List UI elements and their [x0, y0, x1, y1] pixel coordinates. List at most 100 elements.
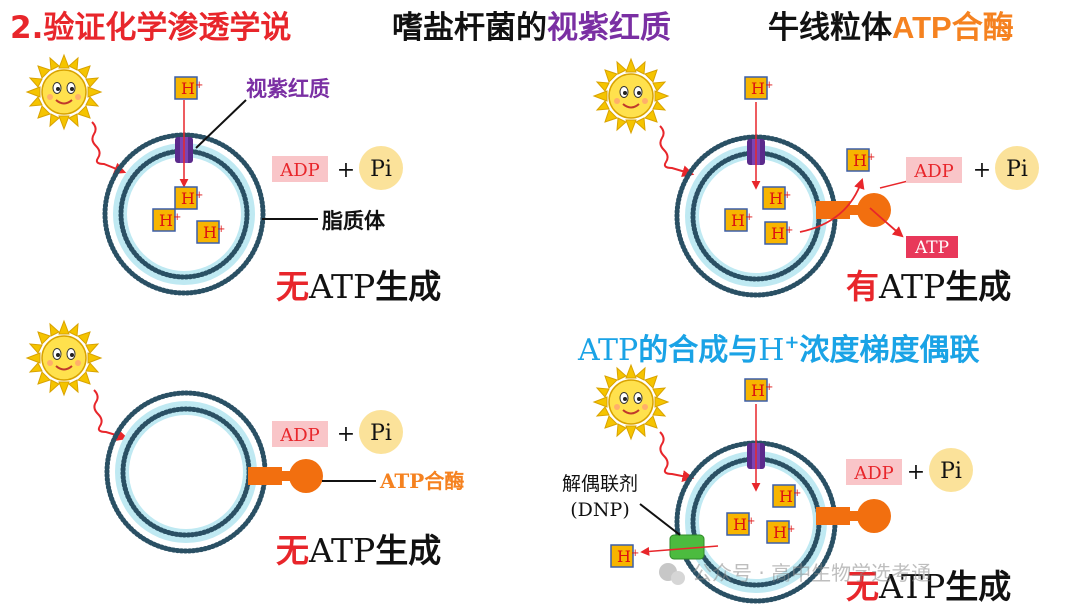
- coupling-headline: ATP的合成与H+浓度梯度偶联: [577, 332, 980, 368]
- result-negation: 无: [276, 267, 309, 306]
- h-ion-token: H+: [152, 208, 181, 232]
- pi-label: Pi: [370, 157, 392, 182]
- h-ion-token: H+: [766, 520, 795, 544]
- result-affirm: 有: [846, 267, 879, 306]
- adp-label: ADP: [913, 161, 954, 182]
- uncoupler-abbrev: (DNP): [570, 499, 629, 521]
- result-text: 无ATP生成: [846, 567, 1011, 606]
- h-ion-charge: +: [631, 548, 639, 559]
- coupling-h: H: [758, 333, 784, 368]
- h-ion-token: H+: [724, 208, 753, 232]
- result-negation: 无: [276, 531, 309, 570]
- h-ion-charge: +: [195, 80, 203, 91]
- liposome-label: 脂质体: [322, 208, 386, 233]
- sun-icon: [593, 364, 669, 440]
- h-ion-box: [726, 512, 750, 536]
- adp-label: ADP: [279, 160, 320, 181]
- h-ion-token: H+: [772, 484, 801, 508]
- h-ion-charge: +: [173, 212, 181, 223]
- result-negation: 无: [846, 567, 879, 606]
- watermark: 公众号 · 高中生物学选考通: [659, 561, 931, 585]
- plus-sign: +: [973, 158, 991, 183]
- result-atp: ATP: [878, 567, 945, 606]
- h-ion-charge: +: [745, 212, 753, 223]
- h-ion-token: H+: [846, 148, 875, 172]
- pi-circle: [359, 146, 403, 190]
- mito-prefix: 牛线粒体: [768, 10, 892, 46]
- liposome-vesicle: [107, 393, 265, 551]
- result-generated: 生成: [945, 267, 1011, 306]
- result-atp: ATP: [878, 267, 945, 306]
- plus-sign: +: [337, 422, 355, 447]
- bacteria-heading: 嗜盐杆菌的视紫红质: [392, 6, 671, 50]
- h-ion-box: [174, 76, 198, 100]
- result-generated: 生成: [375, 267, 441, 306]
- atp-synthase-protein: [248, 459, 323, 493]
- h-ion-box: [744, 76, 768, 100]
- slide-title: 2.验证化学渗透学说: [10, 10, 292, 46]
- h-ion-charge: +: [793, 488, 801, 499]
- h-ion-label: H+: [181, 79, 203, 98]
- result-generated: 生成: [375, 531, 441, 570]
- atp-product-label: ATP: [914, 238, 949, 258]
- h-ion-box: [744, 378, 768, 402]
- h-ion-token: H+: [764, 221, 793, 245]
- bacteria-prefix: 嗜盐杆菌的: [392, 10, 547, 46]
- light-arrow: [91, 121, 127, 175]
- rhodopsin-label: 视紫红质: [246, 76, 330, 101]
- atp-output-arrow: [869, 207, 904, 238]
- plus-sign: +: [337, 158, 355, 183]
- coupling-atp: ATP: [577, 333, 638, 368]
- pi-label: Pi: [1006, 157, 1028, 182]
- pi-circle: [995, 146, 1039, 190]
- pi-label: Pi: [940, 459, 962, 484]
- h-ion-token: H+: [174, 76, 203, 100]
- mito-atp: ATP: [892, 10, 952, 45]
- result-atp: ATP: [308, 267, 375, 306]
- h-ion-token: H+: [744, 76, 773, 100]
- panel-uncoupler: 解偶联剂 (DNP) ADP + Pi 无ATP生成: [562, 364, 1011, 606]
- plus-sign: +: [907, 460, 925, 485]
- h-ion-label: H+: [617, 547, 639, 566]
- result-generated: 生成: [945, 567, 1011, 606]
- adp-box: [846, 459, 902, 485]
- mito-enzyme: 合酶: [951, 10, 1014, 46]
- panel-rhodopsin-only: 视紫红质 脂质体 ADP + Pi 无ATP生成: [26, 54, 441, 306]
- h-ion-box: [174, 186, 198, 210]
- h-ion-label: H+: [751, 79, 773, 98]
- synthase-label: ATP合酶: [379, 469, 464, 493]
- h-ion-label: H+: [853, 151, 875, 170]
- panel-rhodopsin-and-synthase: ADP + Pi ATP 有ATP生成: [593, 58, 1039, 306]
- h-ion-box: [764, 221, 788, 245]
- adp-label: ADP: [279, 425, 320, 446]
- panel-synthase-only: ATP合酶 ADP + Pi 无ATP生成: [26, 320, 464, 570]
- h-ion-charge: +: [747, 516, 755, 527]
- sun-icon: [26, 54, 102, 130]
- h-ion-token: H+: [744, 378, 773, 402]
- adp-box: [272, 156, 328, 182]
- h-leak-arrow: [640, 545, 719, 556]
- dnp-pointer: [639, 503, 681, 536]
- mito-heading: 牛线粒体ATP合酶: [768, 6, 1014, 50]
- uncoupler-label: 解偶联剂: [562, 473, 638, 495]
- h-ion-charge: +: [217, 224, 225, 235]
- title-bar: 2.验证化学渗透学说 嗜盐杆菌的视紫红质 牛线粒体ATP合酶: [0, 6, 1080, 50]
- h-ion-token: H+: [174, 186, 203, 210]
- coupling-mid: 的合成与: [638, 333, 758, 368]
- h-ion-token: H+: [196, 220, 225, 244]
- h-ion-box: [846, 148, 870, 172]
- atp-synthase-protein: [816, 499, 891, 533]
- h-ion-charge: +: [783, 190, 791, 201]
- adp-label: ADP: [853, 463, 894, 484]
- atp-product-box: [906, 236, 958, 258]
- wechat-icon-bubble: [671, 571, 685, 585]
- watermark-text: 公众号 · 高中生物学选考通: [692, 561, 931, 585]
- result-text: 无ATP生成: [276, 531, 441, 570]
- light-arrow: [659, 125, 695, 177]
- proton-tokens: H+H+H+H+H+H+H+H+H+H+H+H+H+H+: [152, 76, 875, 568]
- h-ion-charge: +: [867, 152, 875, 163]
- pi-label: Pi: [370, 421, 392, 446]
- light-arrow: [659, 431, 695, 483]
- h-ion-charge: +: [765, 80, 773, 91]
